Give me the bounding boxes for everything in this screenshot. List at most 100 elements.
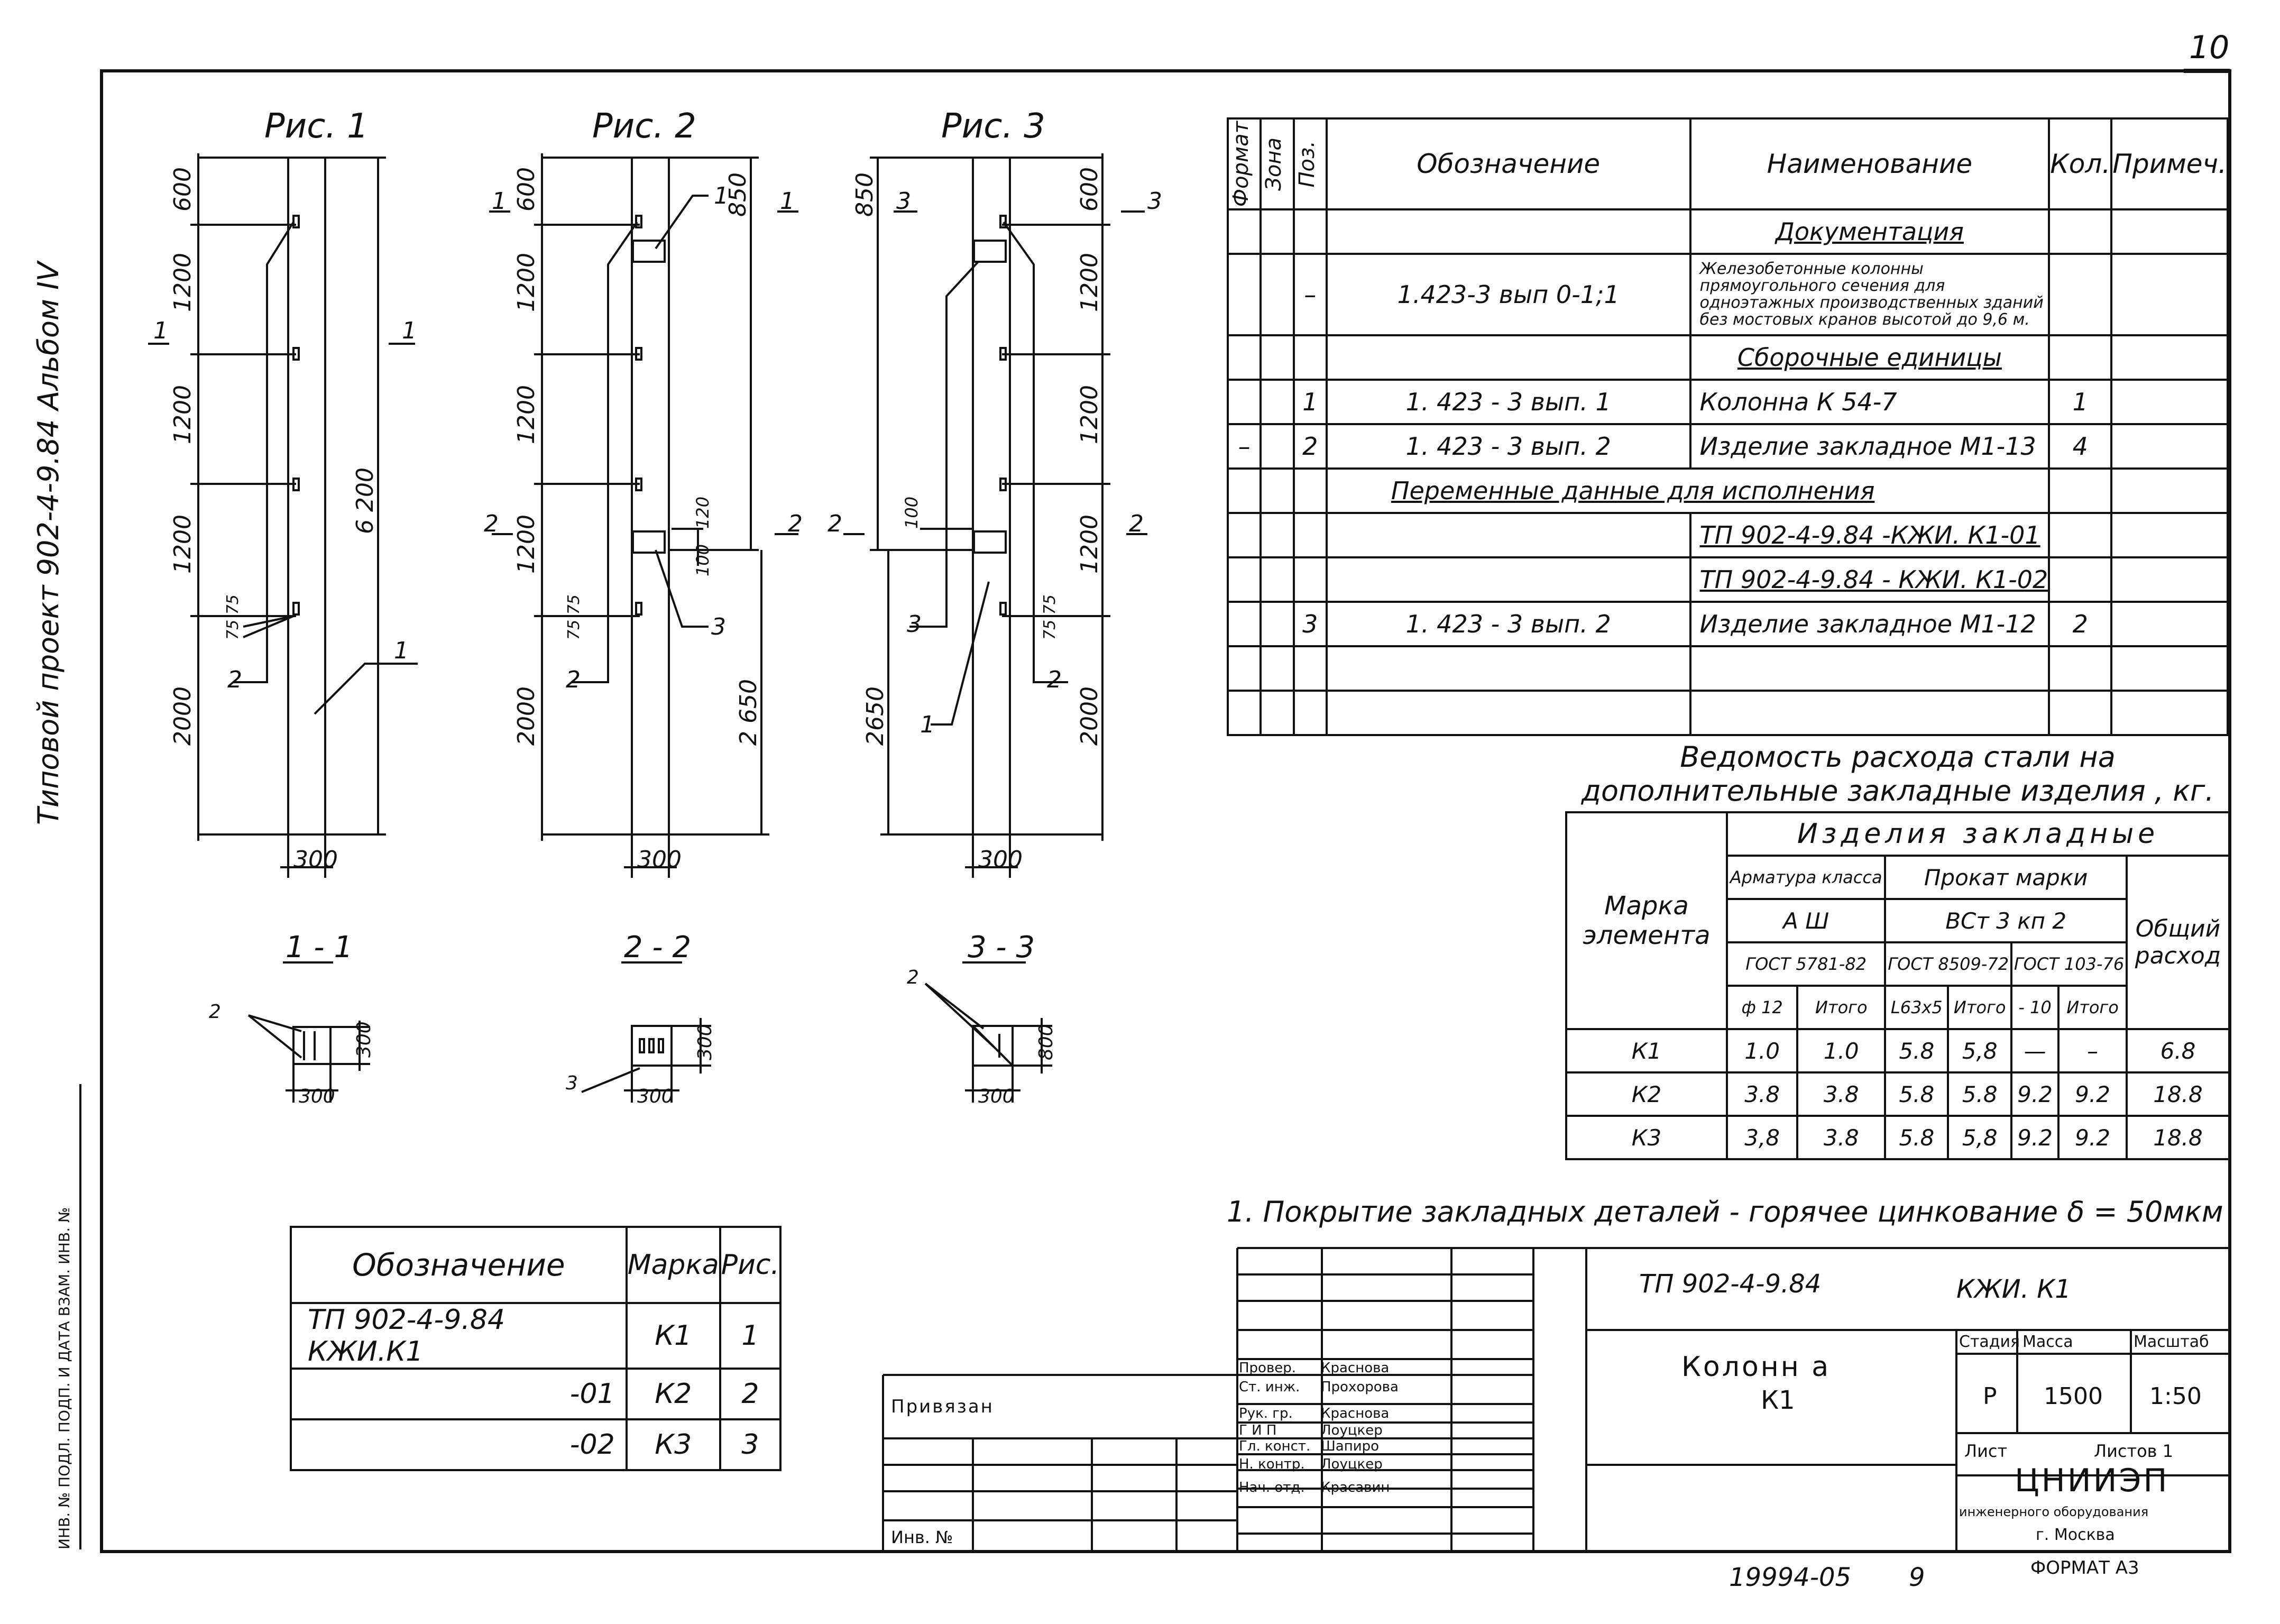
fig3-spacing: 75 75 (1041, 594, 1059, 640)
column-3-body (972, 157, 1011, 836)
item-subtitle: К1 (1761, 1386, 1795, 1415)
fig1-title: Рис. 1 (264, 107, 369, 146)
inv-label: Инв. № (891, 1527, 953, 1547)
fig1-dim-4: 2000 (169, 686, 196, 746)
table-row: ТП 902-4-9.84 - КЖИ. К1-02 (1226, 556, 2229, 603)
item-title: Колонн а (1681, 1351, 1831, 1383)
column-1-body (287, 157, 326, 836)
fig2-mid-dim-1: 100 (693, 544, 713, 576)
note-text: 1. Покрытие закладных деталей - горячее … (1227, 1195, 2223, 1228)
mass-header: Масса (2022, 1333, 2073, 1351)
section-2-shape (631, 1025, 673, 1067)
spec-col-format: Формат (1226, 117, 1262, 210)
section-2-title: 2 - 2 (624, 930, 691, 965)
fig2-section-2-right: 2 (788, 510, 803, 537)
fig3-section-2-right: 2 (1129, 510, 1144, 537)
fig3-section-3-right: 3 (1147, 188, 1162, 215)
fig1-dim-0: 600 (169, 167, 196, 212)
spec-variable-data: Переменные данные для исполнения (1325, 467, 2051, 514)
steel-mark-header: Марка элемента (1565, 811, 1728, 1030)
bottom-code: 19994-05 (1729, 1563, 1852, 1592)
section-3-callout: 2 (907, 967, 919, 988)
section-3-height: 800 (1035, 1024, 1057, 1060)
fig1-callout-1: 2 (227, 666, 242, 693)
spec-col-pos: Поз. (1292, 117, 1328, 210)
stage-value: Р (1983, 1383, 1997, 1410)
org-name: ЦНИИЭП (2015, 1462, 2169, 1499)
specification-table: Формат Зона Поз. Обозначение Наименовани… (1226, 117, 2229, 736)
fig2-dim-4: 2000 (513, 686, 540, 746)
spec-col-name: Наименование (1689, 117, 2051, 210)
fig3-callout-3: 3 (907, 611, 922, 638)
fig1-section-left: 1 (153, 317, 168, 344)
steel-table-title: Ведомость расхода стали на дополнительны… (1581, 740, 2214, 808)
fig1-callout-2: 1 (394, 637, 409, 664)
format-label: ФОРМАТ А3 (2030, 1557, 2139, 1579)
fig2-title: Рис. 2 (592, 107, 696, 146)
section-3-title: 3 - 3 (968, 930, 1035, 965)
scale-value: 1:50 (2149, 1383, 2202, 1410)
column-drawings: Рис. 1 Рис. 2 Рис. 3 600 1200 1200 1200 … (148, 107, 1162, 1107)
section-1-callout: 2 (209, 1001, 221, 1023)
section-2-height: 300 (694, 1024, 716, 1060)
fig1-width: 300 (293, 846, 338, 873)
fig2-callout-3: 3 (711, 613, 726, 640)
table-row: Переменные данные для исполнения (1226, 467, 2229, 514)
fig2-dim-1: 1200 (513, 253, 540, 312)
fig1-dim-2: 1200 (169, 385, 196, 444)
sheet-number: 10 (2189, 29, 2230, 66)
signature-roles: Провер.Краснова Ст. инж.Прохорова Рук. г… (1239, 1360, 1399, 1495)
fig3-dim-0: 600 (1076, 167, 1103, 212)
section-3-width: 300 (978, 1086, 1015, 1107)
fig3-title: Рис. 3 (941, 107, 1045, 146)
fig3-bottom-dim: 2650 (862, 686, 889, 746)
section-2-callout: 3 (566, 1072, 578, 1094)
fig1-dim-3: 1200 (169, 515, 196, 574)
fig1-spacing: 75 75 (224, 594, 242, 640)
stage-header: Стадия (1959, 1333, 2020, 1351)
section-3-shape (972, 1025, 1014, 1067)
title-code: ТП 902-4-9.84 (1639, 1269, 1822, 1299)
steel-group-header: Изделия закладные (1726, 811, 2230, 857)
spec-section-assemblies: Сборочные единицы (1689, 334, 2051, 381)
fig2-dim-2: 1200 (513, 385, 540, 444)
steel-total-header: Общий расход (2126, 855, 2230, 1030)
spec-col-note: Примеч. (2110, 117, 2229, 210)
fig2-section-1-right: 1 (780, 188, 795, 215)
fig2-callout-2: 2 (566, 666, 581, 693)
fig3-section-2-left: 2 (828, 510, 842, 537)
fig3-callout-2: 2 (1047, 666, 1062, 693)
fig3-dim-2: 1200 (1076, 385, 1103, 444)
table-row (1226, 690, 2229, 736)
fig3-width: 300 (978, 846, 1023, 873)
fig2-top-dim: 850 (724, 172, 751, 217)
table-row (1226, 645, 2229, 692)
fig3-dim-3: 1200 (1076, 515, 1103, 574)
fig3-callout-1: 1 (920, 711, 935, 738)
fig2-mid-dim-0: 120 (693, 497, 713, 529)
privyazan-label: Привязан (891, 1396, 994, 1417)
table-row: ТП 902-4-9.84 -КЖИ. К1-01 (1226, 512, 2229, 558)
column-2-body (631, 157, 670, 836)
title-mark: КЖИ. К1 (1956, 1274, 2071, 1304)
fig3-top-dim: 850 (851, 172, 878, 217)
fig3-dim-1: 1200 (1076, 253, 1103, 312)
sheet-header: Лист (1964, 1441, 2008, 1461)
org-subtitle: инженерного оборудования (1959, 1504, 2149, 1519)
fig1-total: 6 200 (352, 467, 379, 534)
fig2-dim-3: 1200 (513, 515, 540, 574)
table-row: Документация (1226, 208, 2229, 255)
fig2-dim-0: 600 (513, 167, 540, 212)
fig3-mid-dim-0: 100 (902, 497, 922, 529)
